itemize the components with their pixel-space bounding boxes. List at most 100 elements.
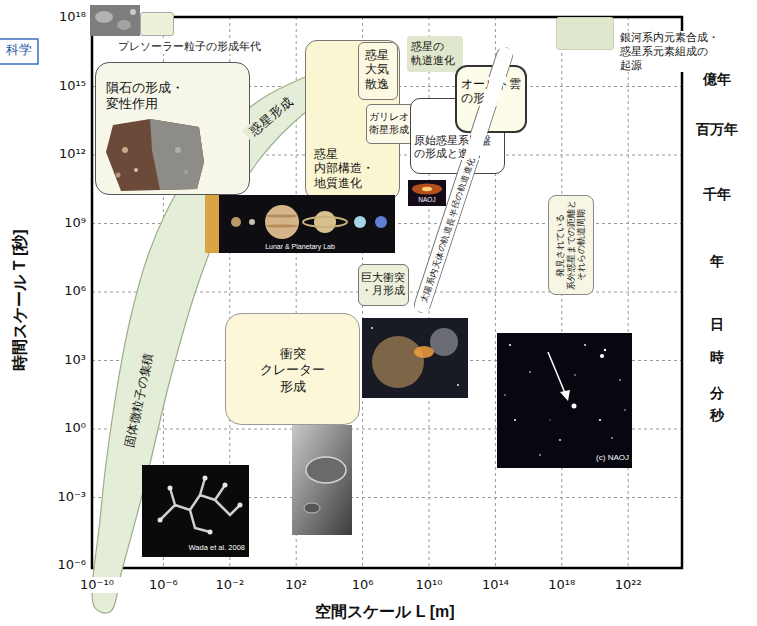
impact-photo	[414, 346, 434, 358]
star-field-photo	[560, 390, 570, 401]
region-label: ガリレオ 衛星形成	[369, 111, 410, 136]
region-label: 惑星の 軌道進化	[411, 40, 459, 68]
text-slot: 10⁻²	[205, 577, 255, 593]
text-slot: 10⁹	[36, 215, 86, 231]
star-field-photo	[514, 419, 516, 421]
tick-label: 10³	[36, 352, 86, 368]
crater-photo	[306, 457, 346, 483]
planets-photo	[231, 217, 241, 227]
star-field-photo	[584, 344, 586, 346]
tick-label: 10⁻³	[36, 489, 86, 505]
region-label: 巨大衝突 ・月形成	[361, 271, 405, 297]
dust-photo	[95, 11, 113, 23]
region-label: プレソーラー粒子の形成年代	[118, 40, 268, 54]
time-unit: 百万年	[686, 121, 748, 139]
tick-label: 10¹⁸	[537, 577, 587, 593]
region-label: 銀河系内元素合成・ 惑星系元素組成の 起源	[620, 31, 725, 72]
meteorite-photo	[122, 147, 128, 153]
planets-photo	[266, 224, 298, 227]
tick-label: 10⁶	[36, 283, 86, 299]
meteorite-photo	[106, 119, 204, 191]
planets-photo	[205, 195, 395, 253]
impact-photo	[362, 318, 468, 398]
aggregate-photo	[208, 530, 213, 535]
impact-photo	[457, 384, 459, 386]
region-label: 原始惑星系円盤 の形成と進化	[414, 134, 500, 160]
text-slot: ガリレオ 衛星形成	[369, 111, 410, 136]
region-box: 惑星の 軌道進化	[407, 36, 463, 72]
impact-photo	[362, 318, 468, 398]
text-slot: NAOJ	[409, 196, 445, 204]
text-slot: 10¹⁸	[36, 9, 86, 25]
star-field-photo	[539, 454, 541, 456]
text-slot: 10¹⁰	[404, 577, 454, 593]
text-slot: 空間スケール L [m]	[270, 602, 500, 622]
star-field-photo	[611, 437, 613, 439]
crater-photo	[292, 425, 352, 535]
text-slot: 惑星の 軌道進化	[411, 40, 459, 68]
meteorite-photo	[116, 173, 121, 178]
planets-photo	[249, 219, 255, 225]
impact-photo	[372, 336, 424, 388]
text-slot: 固体微粒子の集積	[83, 392, 195, 408]
meteorite-photo	[150, 119, 204, 190]
star-field-photo	[572, 404, 577, 409]
image-credit: (c) NAOJ	[582, 453, 629, 463]
region-box: 発見されている 系外惑星までの距離と それらの軌道周期	[548, 195, 594, 295]
tick-label: 10⁶	[338, 577, 388, 593]
tick-label: 10²²	[603, 577, 653, 593]
region-box: 銀河系内元素合成・ 惑星系元素組成の 起源	[556, 17, 614, 50]
planets-photo	[205, 195, 219, 253]
aggregate-photo	[168, 486, 173, 491]
image-credit: Wada et al. 2008	[150, 543, 245, 552]
star-field-photo	[497, 333, 632, 468]
aggregate-photo	[160, 478, 240, 532]
text-slot: 日	[686, 316, 748, 334]
star-field-photo	[599, 419, 601, 421]
tick-label: 10¹²	[36, 146, 86, 162]
region-box: 巨大衝突 ・月形成	[358, 264, 409, 306]
planets-photo	[375, 216, 387, 228]
time-unit: 年	[686, 253, 748, 271]
text-slot: 10¹²	[36, 146, 86, 162]
star-field-photo	[529, 371, 531, 373]
text-slot: 10⁶	[338, 577, 388, 593]
tick-label: 10⁹	[36, 215, 86, 231]
text-slot: 千年	[686, 186, 748, 204]
disk-photo	[408, 180, 446, 206]
time-unit: 分	[686, 385, 748, 403]
region-box: ガリレオ 衛星形成	[366, 104, 414, 144]
section-tag: 科学	[6, 42, 36, 58]
text-slot: 原始惑星系円盤 の形成と進化	[414, 134, 500, 160]
image-credit: NAOJ	[409, 196, 445, 204]
planets-photo	[354, 216, 366, 228]
text-slot: 巨大衝突 ・月形成	[361, 271, 405, 297]
image-credit: Lunar & Planetary Lab	[245, 243, 355, 252]
text-slot: 10³	[36, 352, 86, 368]
axis-title: 空間スケール L [m]	[270, 602, 500, 622]
star-field-photo	[549, 419, 550, 420]
disk-photo	[408, 180, 446, 206]
planets-photo	[303, 217, 347, 227]
time-unit: 日	[686, 316, 748, 334]
meteorite-photo	[134, 168, 138, 172]
text-slot: 10²²	[603, 577, 653, 593]
region-box: プレソーラー粒子の形成年代	[140, 12, 174, 36]
text-slot: 10¹⁸	[537, 577, 587, 593]
disk-photo	[412, 184, 442, 195]
planets-photo	[205, 195, 395, 253]
text-slot: プレソーラー粒子の形成年代	[118, 40, 268, 54]
text-slot: 衝突 クレーター 形成	[249, 346, 337, 395]
dust-photo	[90, 5, 140, 36]
tick-label: 10⁻¹⁰	[72, 577, 122, 593]
star-field-photo	[548, 352, 565, 393]
tick-label: 10⁻⁶	[138, 577, 188, 593]
text-slot: 銀河系内元素合成・ 惑星系元素組成の 起源	[620, 31, 725, 72]
text-slot: 隕石の形成・ 変性作用	[106, 81, 198, 112]
meteorite-photo	[184, 170, 188, 174]
star-field-photo	[600, 354, 604, 358]
tick-label: 10⁻⁶	[36, 557, 86, 573]
impact-photo	[371, 327, 373, 329]
star-field-photo	[619, 379, 621, 381]
